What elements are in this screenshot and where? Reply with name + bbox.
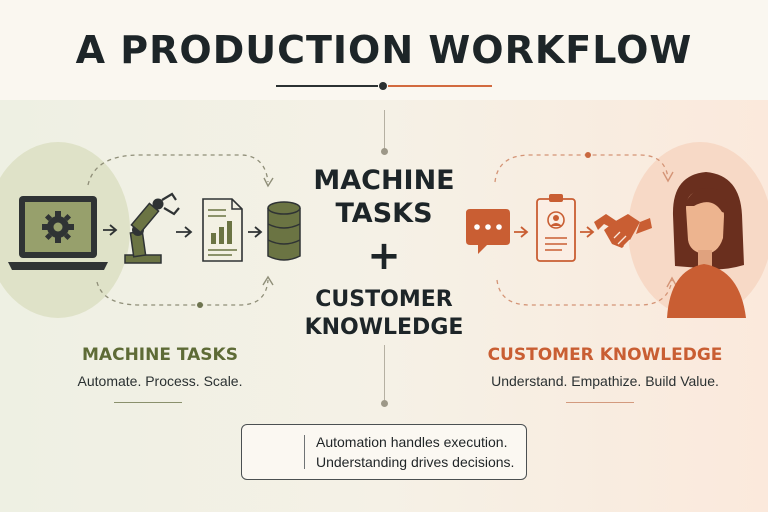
note-line-1: Automation handles execution. <box>316 434 508 450</box>
plus-sign: + <box>367 233 401 279</box>
profile-card-icon <box>536 194 576 262</box>
machine-section-subtitle: Automate. Process. Scale. <box>77 373 243 389</box>
customer-loop-arrowhead-bottom <box>666 276 678 288</box>
arrow-icon <box>103 224 118 236</box>
center-divider-top <box>384 110 385 152</box>
center-machine-tasks: MACHINE TASKS <box>300 164 468 230</box>
center-divider-bottom <box>384 345 385 400</box>
chat-bubble-icon <box>466 209 510 254</box>
customer-section-subtitle: Understand. Empathize. Build Value. <box>491 373 719 389</box>
page-title: A PRODUCTION WORKFLOW <box>75 28 693 72</box>
machine-loop-top <box>87 154 269 186</box>
arrow-icon <box>580 226 595 238</box>
customer-loop-bottom <box>496 279 673 306</box>
summary-note: Automation handles execution. Understand… <box>241 424 527 480</box>
arrow-icon <box>514 226 529 238</box>
laptop-gear-icon <box>8 196 108 270</box>
machine-section-rule <box>114 402 182 403</box>
arrow-icon <box>248 226 263 238</box>
machine-loop-arrowhead-top <box>263 177 274 188</box>
center-divider-dot-bottom <box>381 400 388 407</box>
center-machine-line2: TASKS <box>335 198 433 229</box>
document-chart-icon <box>202 198 243 262</box>
machine-loop-bottom <box>96 279 269 306</box>
machine-loop-dot <box>197 302 203 308</box>
center-divider-dot-top <box>381 148 388 155</box>
center-customer-line2: KNOWLEDGE <box>304 315 464 340</box>
note-line-2: Understanding drives decisions. <box>316 454 515 470</box>
customer-loop-dot <box>585 152 591 158</box>
title-underline-dot <box>379 82 387 90</box>
note-divider <box>304 435 305 469</box>
title-underline-left <box>276 85 378 87</box>
machine-loop-arrowhead-bottom <box>262 275 274 286</box>
database-icon <box>267 201 301 261</box>
machine-section-title: MACHINE TASKS <box>82 345 238 365</box>
center-customer-line1: CUSTOMER <box>315 287 453 312</box>
customer-section-rule <box>566 402 634 403</box>
robot-arm-icon <box>124 192 180 264</box>
customer-portrait <box>667 172 746 318</box>
customer-loop-arrowhead-top <box>662 171 674 183</box>
arrow-icon <box>176 226 193 238</box>
center-machine-line1: MACHINE <box>313 165 455 196</box>
handshake-icon <box>594 214 652 248</box>
center-customer-knowledge: CUSTOMER KNOWLEDGE <box>300 286 468 342</box>
title-underline-right <box>388 85 492 87</box>
customer-section-title: CUSTOMER KNOWLEDGE <box>487 345 723 365</box>
